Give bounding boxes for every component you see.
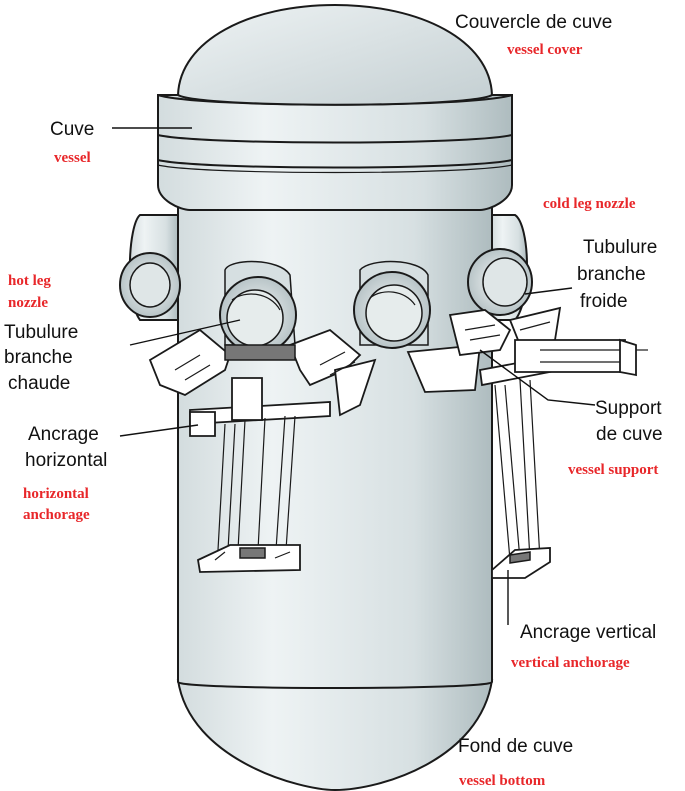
label-vessel-bottom-en: vessel bottom <box>459 773 546 789</box>
hot-leg-front-nozzle <box>219 260 297 354</box>
vessel-flange <box>157 94 513 211</box>
vessel-cover-dome <box>176 3 494 106</box>
leader-vessel-support <box>479 349 596 406</box>
right-back-nozzle <box>467 214 533 321</box>
label-horizontal-anchorage-en-2: anchorage <box>23 507 90 523</box>
label-hot-leg-fr-1: Tubulure <box>4 322 78 343</box>
label-vertical-anchorage-fr: Ancrage vertical <box>520 622 656 643</box>
label-vessel-cover-en: vessel cover <box>507 42 583 58</box>
label-vertical-anchorage-en: vertical anchorage <box>511 655 630 671</box>
label-vessel-support-fr-2: de cuve <box>596 424 663 445</box>
label-cold-leg-fr-3: froide <box>580 291 628 312</box>
label-cold-leg-en: cold leg nozzle <box>543 196 636 212</box>
label-cold-leg-fr-1: Tubulure <box>583 237 657 258</box>
left-vessel-support <box>148 328 377 573</box>
label-hot-leg-en-2: nozzle <box>8 295 48 311</box>
label-hot-leg-en-1: hot leg <box>8 273 51 289</box>
label-horizontal-anchorage-fr-2: horizontal <box>25 450 107 471</box>
label-vessel-en: vessel <box>54 150 91 166</box>
left-back-nozzle <box>119 214 181 321</box>
vessel-bottom-head <box>176 679 494 791</box>
label-vessel-cover-fr: Couvercle de cuve <box>455 12 612 33</box>
label-horizontal-anchorage-fr-1: Ancrage <box>28 424 99 445</box>
label-hot-leg-fr-3: chaude <box>8 373 70 394</box>
leader-cold-leg <box>524 287 573 295</box>
leader-hot-leg <box>129 319 241 346</box>
label-cold-leg-fr-2: branche <box>577 264 646 285</box>
label-vessel-bottom-fr: Fond de cuve <box>458 736 573 757</box>
right-vessel-support <box>406 306 648 579</box>
label-vessel-support-fr-1: Support <box>595 398 662 419</box>
cold-leg-front-nozzle <box>353 260 431 349</box>
label-hot-leg-fr-2: branche <box>4 347 73 368</box>
label-horizontal-anchorage-en-1: horizontal <box>23 486 89 502</box>
leader-horizontal-anchorage <box>119 424 199 437</box>
label-vessel-support-en: vessel support <box>568 462 658 478</box>
label-vessel-fr: Cuve <box>50 119 94 140</box>
